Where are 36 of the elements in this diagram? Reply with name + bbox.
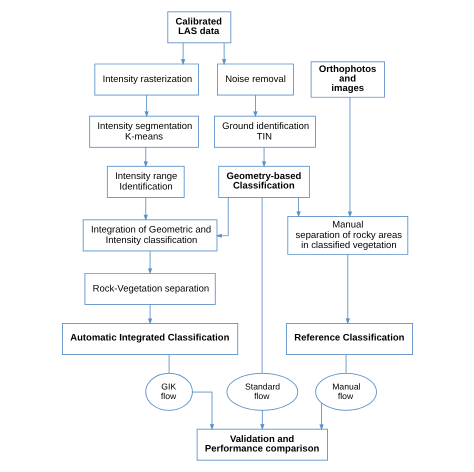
arrow: [260, 410, 264, 430]
node-box: Integration of Geometric and Intensity classification: [82, 219, 217, 252]
arrow: [192, 392, 214, 430]
arrow: [143, 146, 148, 168]
arrow: [147, 304, 152, 325]
arrow: [347, 97, 352, 218]
node-box: Geometry-based Classification: [218, 166, 310, 198]
connector: [261, 197, 262, 374]
arrow: [180, 42, 185, 66]
node-box: Rock-Vegetation separation: [84, 272, 216, 305]
node-box: Manual separation of rocky areas in classified vegetation: [286, 216, 408, 255]
arrow: [215, 197, 228, 238]
node-box: Ground identification TIN: [213, 116, 316, 148]
node-ellipse: GIK flow: [144, 372, 192, 411]
arrow: [143, 197, 148, 221]
arrow: [147, 250, 152, 274]
arrow: [296, 197, 300, 218]
arrow: [318, 402, 324, 430]
node-ellipse: Manual flow: [314, 372, 376, 411]
arrow: [144, 94, 148, 118]
node-box: Orthophotos and images: [310, 61, 384, 98]
node-box: Automatic Integrated Classification: [62, 323, 238, 355]
connector: [168, 354, 170, 374]
node-ellipse: Standard flow: [226, 372, 298, 411]
arrow: [252, 94, 258, 118]
node-box: Noise removal: [216, 64, 294, 96]
arrow: [222, 42, 226, 66]
node-box: Intensity segmentation K-means: [88, 116, 198, 148]
node-box: Calibrated LAS data: [166, 11, 231, 44]
node-box: Intensity rasterization: [94, 64, 198, 96]
arrow: [345, 254, 350, 324]
connector: [345, 354, 346, 374]
arrow: [261, 146, 266, 168]
node-box: Intensity range Identification: [106, 166, 184, 198]
node-box: Reference Classification: [286, 323, 412, 355]
node-box: Validation and Performance comparison: [196, 428, 328, 461]
